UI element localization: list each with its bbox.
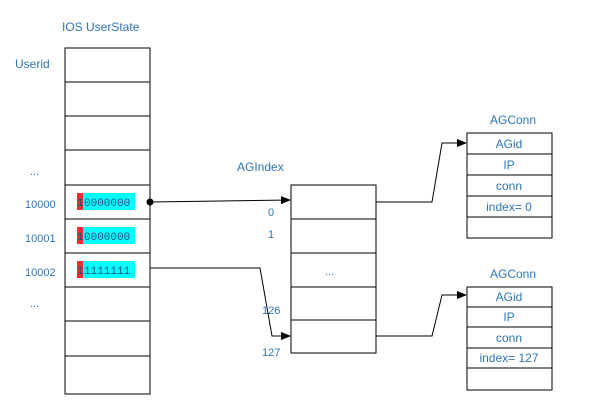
row-label-10000: 10000: [25, 199, 56, 211]
row-label-ellipsis-top: ...: [30, 166, 39, 178]
bit-first: 1: [77, 266, 84, 278]
row-label-ellipsis-bottom: ...: [30, 298, 39, 310]
arrow-userstate-10002-to-agindex-127: [150, 267, 291, 340]
arrow-userstate-10000-to-agindex-0: [149, 196, 291, 205]
arrow-agindex-0-to-agconn-top: [376, 139, 467, 203]
row-label-10002: 10002: [25, 267, 56, 279]
arrow-agindex-127-to-agconn-bottom: [376, 291, 467, 337]
agindex-frame: [290, 184, 377, 354]
agconn-top-field-agid: AGid: [496, 137, 523, 151]
agconn-top-field-conn: conn: [496, 179, 522, 193]
bit-rest: 1111111: [84, 266, 131, 278]
agconn-top-field-index: index= 0: [486, 200, 532, 214]
bit-highlight: [83, 261, 135, 278]
agconn-bottom-title: AGConn: [490, 267, 536, 281]
agconn-top-frame: [466, 132, 553, 239]
agconn-bottom-field-ip: IP: [503, 310, 514, 324]
userstate-frame: [64, 47, 151, 395]
row-label-10001: 10001: [25, 233, 56, 245]
agconn-bottom-field-agid: AGid: [496, 290, 523, 304]
agindex-title: AGIndex: [237, 160, 284, 174]
bit-flag-marker: [77, 261, 83, 278]
agindex-label-0: 0: [268, 207, 274, 219]
agconn-top-title: AGConn: [490, 113, 536, 127]
bits-row-10000: 1 0000000: [77, 193, 135, 210]
userid-label: Userid: [15, 57, 50, 71]
bit-first: 1: [77, 198, 84, 210]
bit-flag-marker: [77, 227, 83, 244]
agindex-table: [290, 184, 377, 354]
bits-row-10001: 1 0000000: [77, 227, 135, 244]
agindex-ellipsis: ...: [325, 266, 334, 278]
bit-highlight: [83, 227, 135, 244]
agindex-label-127: 127: [262, 347, 280, 359]
userstate-title: IOS UserState: [62, 20, 140, 34]
bit-rest: 0000000: [84, 232, 130, 244]
bit-highlight: [83, 193, 135, 210]
agconn-bottom-table: [466, 286, 553, 391]
bit-rest: 0000000: [84, 198, 130, 210]
agindex-label-126: 126: [262, 305, 280, 317]
agconn-bottom-field-conn: conn: [496, 331, 522, 345]
bit-first: 1: [77, 232, 84, 244]
agconn-top-table: [466, 132, 553, 239]
bits-row-10002: 1 1111111: [77, 261, 135, 278]
agconn-bottom-frame: [466, 286, 553, 391]
bit-flag-marker: [77, 193, 83, 210]
agconn-bottom-field-index: index= 127: [479, 351, 538, 365]
agconn-top-field-ip: IP: [503, 158, 514, 172]
agindex-label-1: 1: [268, 229, 274, 241]
userstate-table: [64, 47, 151, 395]
